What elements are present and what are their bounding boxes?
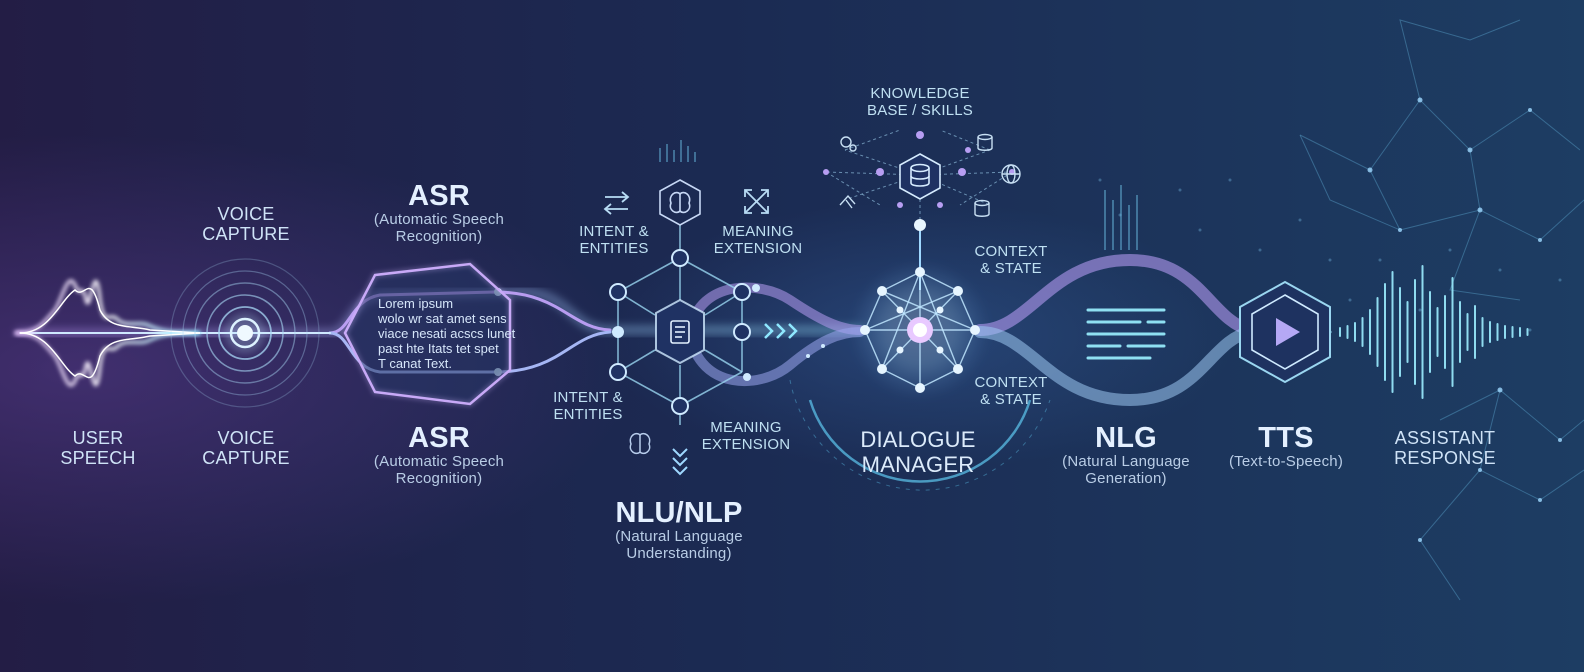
asr-transcript-text: Lorem ipsum wolo wr sat amet sens viace …: [378, 296, 515, 371]
intent-top-line2: ENTITIES: [579, 239, 649, 257]
asr-transcript-line3: viace nesati acscs lunet: [378, 326, 516, 341]
label-nlg: NLG (Natural Language Generation): [1062, 422, 1190, 488]
nlg-title: NLG: [1095, 422, 1157, 454]
dialogue-manager-line1: DIALOGUE: [860, 427, 976, 452]
label-user-speech: USER SPEECH: [60, 428, 135, 468]
nlu-sub-line2: Understanding): [626, 545, 732, 563]
label-asr-bottom: ASR (Automatic Speech Recognition): [374, 422, 504, 488]
user-speech-waveform: [14, 279, 201, 387]
brain-icon-small: [629, 432, 651, 455]
document-icon: [670, 320, 690, 344]
knowledge-line2: BASE / SKILLS: [867, 101, 973, 119]
meaning-top-line1: MEANING: [722, 223, 794, 240]
label-context-state-top: CONTEXT & STATE: [974, 243, 1048, 278]
asr-bottom-sub-line1: (Automatic Speech: [373, 453, 505, 471]
intent-top-line1: INTENT &: [579, 223, 649, 240]
asr-transcript-line1: Lorem ipsum: [378, 296, 454, 311]
label-voice-capture-top: VOICE CAPTURE: [202, 204, 289, 244]
user-speech-line2: SPEECH: [60, 448, 136, 469]
voice-capture-top-line1: VOICE: [217, 204, 275, 224]
label-tts: TTS (Text-to-Speech): [1229, 422, 1343, 471]
asr-top-title: ASR: [408, 180, 470, 212]
assistant-line1: ASSISTANT: [1394, 428, 1496, 448]
knowledge-line1: KNOWLEDGE: [870, 85, 970, 102]
intent-bottom-line2: ENTITIES: [553, 405, 623, 423]
brain-icon: [659, 179, 701, 226]
nlg-text-lines-icon: [1086, 308, 1166, 360]
database-icon: [899, 153, 941, 200]
label-context-state-bottom: CONTEXT & STATE: [974, 374, 1048, 409]
context-top-line1: CONTEXT: [974, 243, 1048, 260]
meaning-top-line2: EXTENSION: [713, 239, 803, 257]
assistant-response-waveform: [1339, 265, 1529, 399]
dialogue-manager-line2: MANAGER: [861, 451, 975, 477]
asr-bottom-title: ASR: [408, 422, 470, 454]
play-icon: [1239, 280, 1331, 384]
voice-capture-bottom-line1: VOICE: [217, 428, 275, 448]
nlu-title: NLU/NLP: [615, 497, 743, 529]
context-bottom-line2: & STATE: [980, 390, 1042, 408]
nlu-sub-line1: (Natural Language: [615, 528, 743, 546]
voice-capture-rings: [170, 258, 320, 408]
meaning-bottom-line1: MEANING: [710, 419, 782, 436]
tts-sub: (Text-to-Speech): [1228, 453, 1344, 471]
database-icon-small: [974, 133, 993, 217]
label-meaning-extension-top: MEANING EXTENSION: [713, 223, 803, 258]
voice-capture-top-line2: CAPTURE: [202, 224, 290, 245]
label-voice-capture-bottom: VOICE CAPTURE: [202, 428, 289, 468]
asr-bottom-sub-line2: Recognition): [395, 470, 483, 488]
asr-hexagon: [341, 260, 513, 408]
asr-transcript-line4: past hte Itats tet spet: [378, 341, 499, 356]
asr-transcript-line5: T canat Text.: [378, 356, 452, 371]
label-assistant-response: ASSISTANT RESPONSE: [1394, 428, 1496, 468]
asr-transcript-line2: wolo wr sat amet sens: [378, 311, 507, 326]
asr-top-sub-line2: Recognition): [395, 228, 483, 246]
globe-icon: [1001, 164, 1021, 184]
chevrons-down-icon: [672, 448, 688, 476]
swap-arrows-icon: [603, 191, 630, 215]
tts-title: TTS: [1258, 422, 1314, 454]
label-dialogue-manager: DIALOGUE MANAGER: [860, 427, 976, 477]
context-bottom-line1: CONTEXT: [974, 374, 1048, 391]
meaning-bottom-line2: EXTENSION: [701, 435, 791, 453]
expand-arrows-icon: [744, 189, 769, 214]
label-asr-top: ASR (Automatic Speech Recognition): [374, 180, 504, 246]
label-nlu-nlp: NLU/NLP (Natural Language Understanding): [615, 497, 743, 563]
context-top-line2: & STATE: [980, 259, 1042, 277]
label-knowledge-base: KNOWLEDGE BASE / SKILLS: [867, 85, 973, 120]
nlg-sub-line2: Generation): [1085, 470, 1167, 488]
user-speech-line1: USER: [72, 428, 124, 448]
assistant-line2: RESPONSE: [1394, 448, 1496, 469]
label-meaning-extension-bottom: MEANING EXTENSION: [701, 419, 791, 454]
label-intent-entities-top: INTENT & ENTITIES: [579, 223, 649, 258]
label-intent-entities-bottom: INTENT & ENTITIES: [553, 389, 623, 424]
intent-bottom-line1: INTENT &: [553, 389, 623, 406]
flow-chevrons: [764, 323, 798, 339]
nlg-sub-line1: (Natural Language: [1062, 453, 1190, 471]
asr-top-sub-line1: (Automatic Speech: [373, 211, 505, 229]
voice-capture-bottom-line2: CAPTURE: [202, 448, 290, 469]
